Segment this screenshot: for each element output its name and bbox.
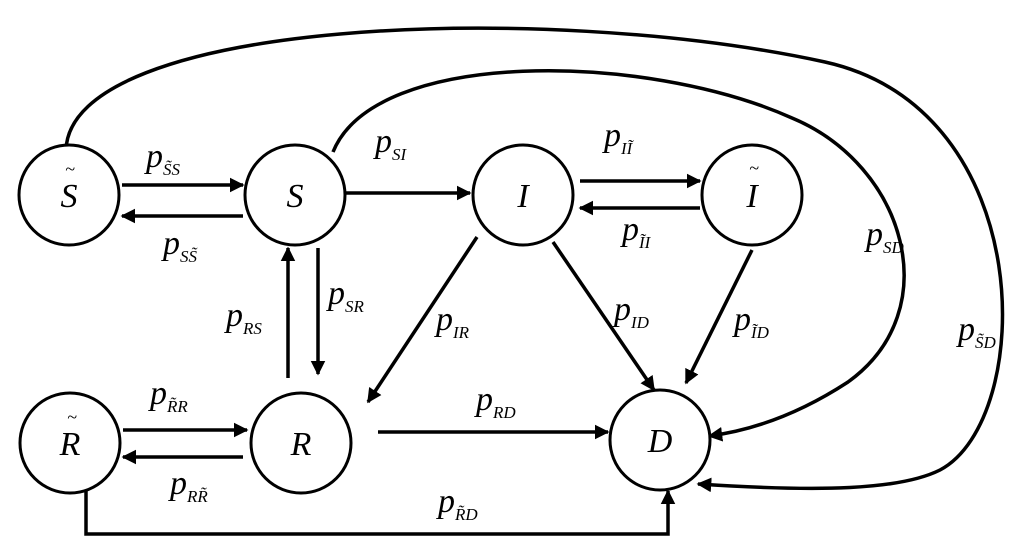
- label-p-i-hat-d: pĨD: [732, 301, 770, 342]
- label-p-rs: pRS: [224, 297, 262, 338]
- node-i-hat: I ~: [700, 143, 804, 247]
- node-i-hat-tilde: ~: [749, 158, 759, 178]
- label-p-s-hat-s: pS̃S: [144, 138, 181, 179]
- label-p-sr: pSR: [326, 275, 365, 316]
- label-p-sd: pSD: [864, 216, 905, 257]
- node-r-hat-tilde: ~: [67, 407, 77, 427]
- node-r-hat-label: R: [59, 426, 81, 463]
- label-p-s-s-hat: pSS̃: [161, 225, 198, 266]
- label-p-si: pSI: [373, 123, 408, 164]
- label-p-i-hat-i: pĨI: [620, 211, 652, 252]
- edge-i-to-d: [551, 241, 656, 392]
- node-r: R: [249, 391, 353, 495]
- node-d: D: [608, 388, 712, 492]
- label-p-r-hat-d: pR̃D: [436, 483, 478, 524]
- node-i-hat-label: I: [745, 178, 759, 215]
- node-i: I: [471, 143, 575, 247]
- node-i-label: I: [516, 178, 530, 215]
- node-s-hat-tilde: ~: [65, 159, 75, 179]
- label-p-id: pID: [612, 291, 650, 332]
- node-s-hat: S ~: [17, 143, 121, 247]
- node-r-hat: R ~: [18, 391, 122, 495]
- edge-s-to-d: [331, 69, 906, 442]
- label-p-i-i-hat: pIĨ: [602, 117, 635, 158]
- label-p-rd: pRD: [474, 381, 516, 422]
- node-s: S: [243, 143, 347, 247]
- label-p-ir: pIR: [434, 301, 470, 342]
- edge-s-hat-to-d: [64, 26, 1005, 493]
- edge-r-hat-to-d: [84, 487, 676, 536]
- label-p-s-hat-d: pS̃D: [956, 311, 997, 352]
- node-r-label: R: [290, 426, 312, 463]
- edge-i-hat-to-d: [684, 249, 754, 385]
- label-p-r-hat-r: pR̃R: [148, 375, 188, 416]
- node-s-hat-label: S: [61, 178, 78, 215]
- label-p-r-r-hat: pRR̃: [168, 465, 208, 506]
- node-d-label: D: [647, 423, 673, 460]
- node-s-label: S: [287, 178, 304, 215]
- edge-i-to-r: [366, 236, 479, 404]
